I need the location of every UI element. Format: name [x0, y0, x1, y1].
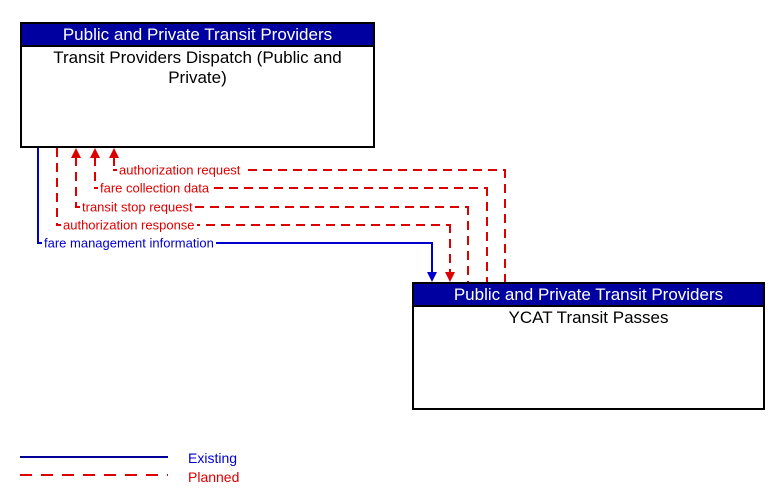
entity-box-transit-providers-dispatch: Public and Private Transit Providers Tra…: [20, 22, 375, 148]
flow-line-authorization-request: [504, 169, 506, 282]
flow-line-authorization-request: [113, 157, 115, 170]
arrowhead-up-fare-collection-data: [90, 148, 100, 158]
legend-label-planned: Planned: [188, 469, 240, 485]
flow-label-authorization-response: authorization response: [61, 217, 197, 233]
flow-line-fare-management-information: [37, 148, 39, 243]
arrowhead-down-authorization-response: [445, 272, 455, 282]
flow-line-fare-management-information: [37, 242, 433, 244]
entity-header: Public and Private Transit Providers: [414, 284, 763, 307]
flow-line-authorization-response: [56, 224, 451, 226]
flow-line-transit-stop-request: [75, 206, 469, 208]
flow-line-transit-stop-request: [75, 157, 77, 207]
flow-line-fare-collection-data: [94, 187, 488, 189]
flow-line-authorization-request: [113, 169, 506, 171]
entity-name: Transit Providers Dispatch (Public and P…: [53, 48, 342, 87]
flow-line-authorization-response: [449, 224, 451, 273]
flow-line-transit-stop-request: [467, 206, 469, 282]
arrowhead-up-transit-stop-request: [71, 148, 81, 158]
flow-label-fare-management-information: fare management information: [42, 235, 216, 251]
arrowhead-up-authorization-request: [109, 148, 119, 158]
flow-label-transit-stop-request: transit stop request: [80, 199, 195, 215]
flow-line-fare-management-information: [431, 242, 433, 273]
flow-label-authorization-request: authorization request: [117, 162, 243, 178]
legend-label-existing: Existing: [188, 450, 238, 466]
legend-line-existing: [20, 456, 168, 458]
entity-box-ycat-transit-passes: Public and Private Transit Providers YCA…: [412, 282, 765, 410]
entity-header: Public and Private Transit Providers: [22, 24, 373, 47]
arrowhead-down-fare-management-information: [427, 272, 437, 282]
flow-label-fare-collection-data: fare collection data: [98, 180, 212, 196]
flow-line-fare-collection-data: [486, 187, 488, 282]
flow-line-fare-collection-data: [94, 157, 96, 188]
flow-line-authorization-response: [56, 148, 58, 225]
legend-line-planned: [20, 474, 168, 476]
entity-name: YCAT Transit Passes: [508, 308, 669, 327]
